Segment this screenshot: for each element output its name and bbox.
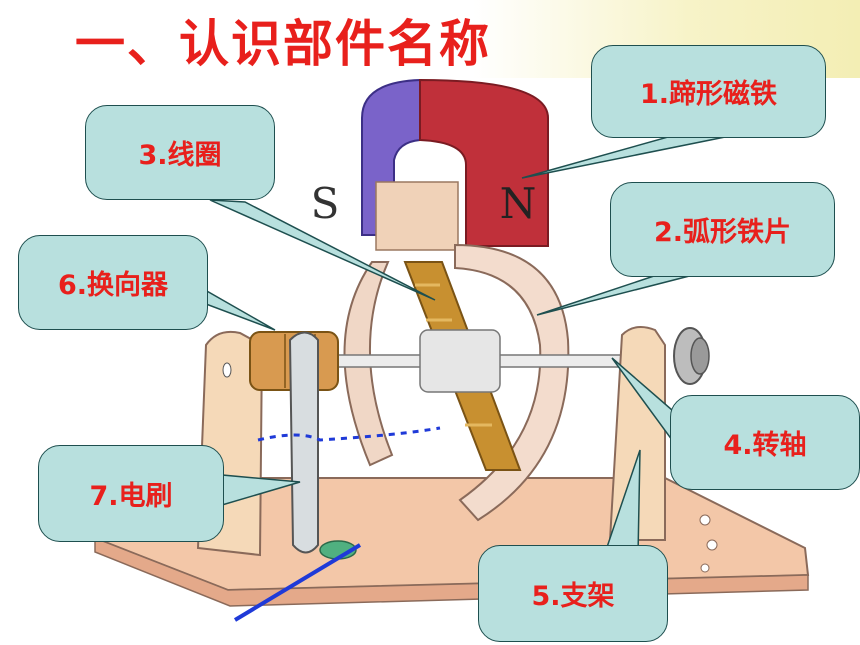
callout-brush: 7.电刷 [38, 445, 224, 542]
label-commutator: 6.换向器 [57, 270, 169, 301]
callout-commutator: 6.换向器 [18, 235, 208, 330]
callout-shaft: 4.转轴 [670, 395, 860, 490]
callout-coil: 3.线圈 [85, 105, 275, 200]
pole-n-label: N [500, 179, 537, 228]
slide-title: 一、认识部件名称 [75, 15, 491, 73]
wire [233, 426, 441, 622]
horseshoe-magnet [361, 78, 549, 251]
pointer-coil [209, 199, 436, 301]
callout-magnet: 1.蹄形磁铁 [591, 45, 826, 138]
label-shaft: 4.转轴 [723, 430, 807, 461]
pole-s-label: S [311, 179, 340, 228]
label-magnet: 1.蹄形磁铁 [639, 79, 778, 110]
label-brush: 7.电刷 [89, 481, 173, 512]
right-bracket [608, 325, 710, 541]
label-bracket: 5.支架 [531, 581, 615, 612]
callout-bracket: 5.支架 [478, 545, 668, 642]
callout-pointers [188, 127, 736, 556]
label-arc: 2.弧形铁片 [653, 217, 792, 248]
label-coil: 3.线圈 [138, 140, 222, 171]
callout-arc: 2.弧形铁片 [610, 182, 835, 277]
shaft [329, 329, 651, 393]
